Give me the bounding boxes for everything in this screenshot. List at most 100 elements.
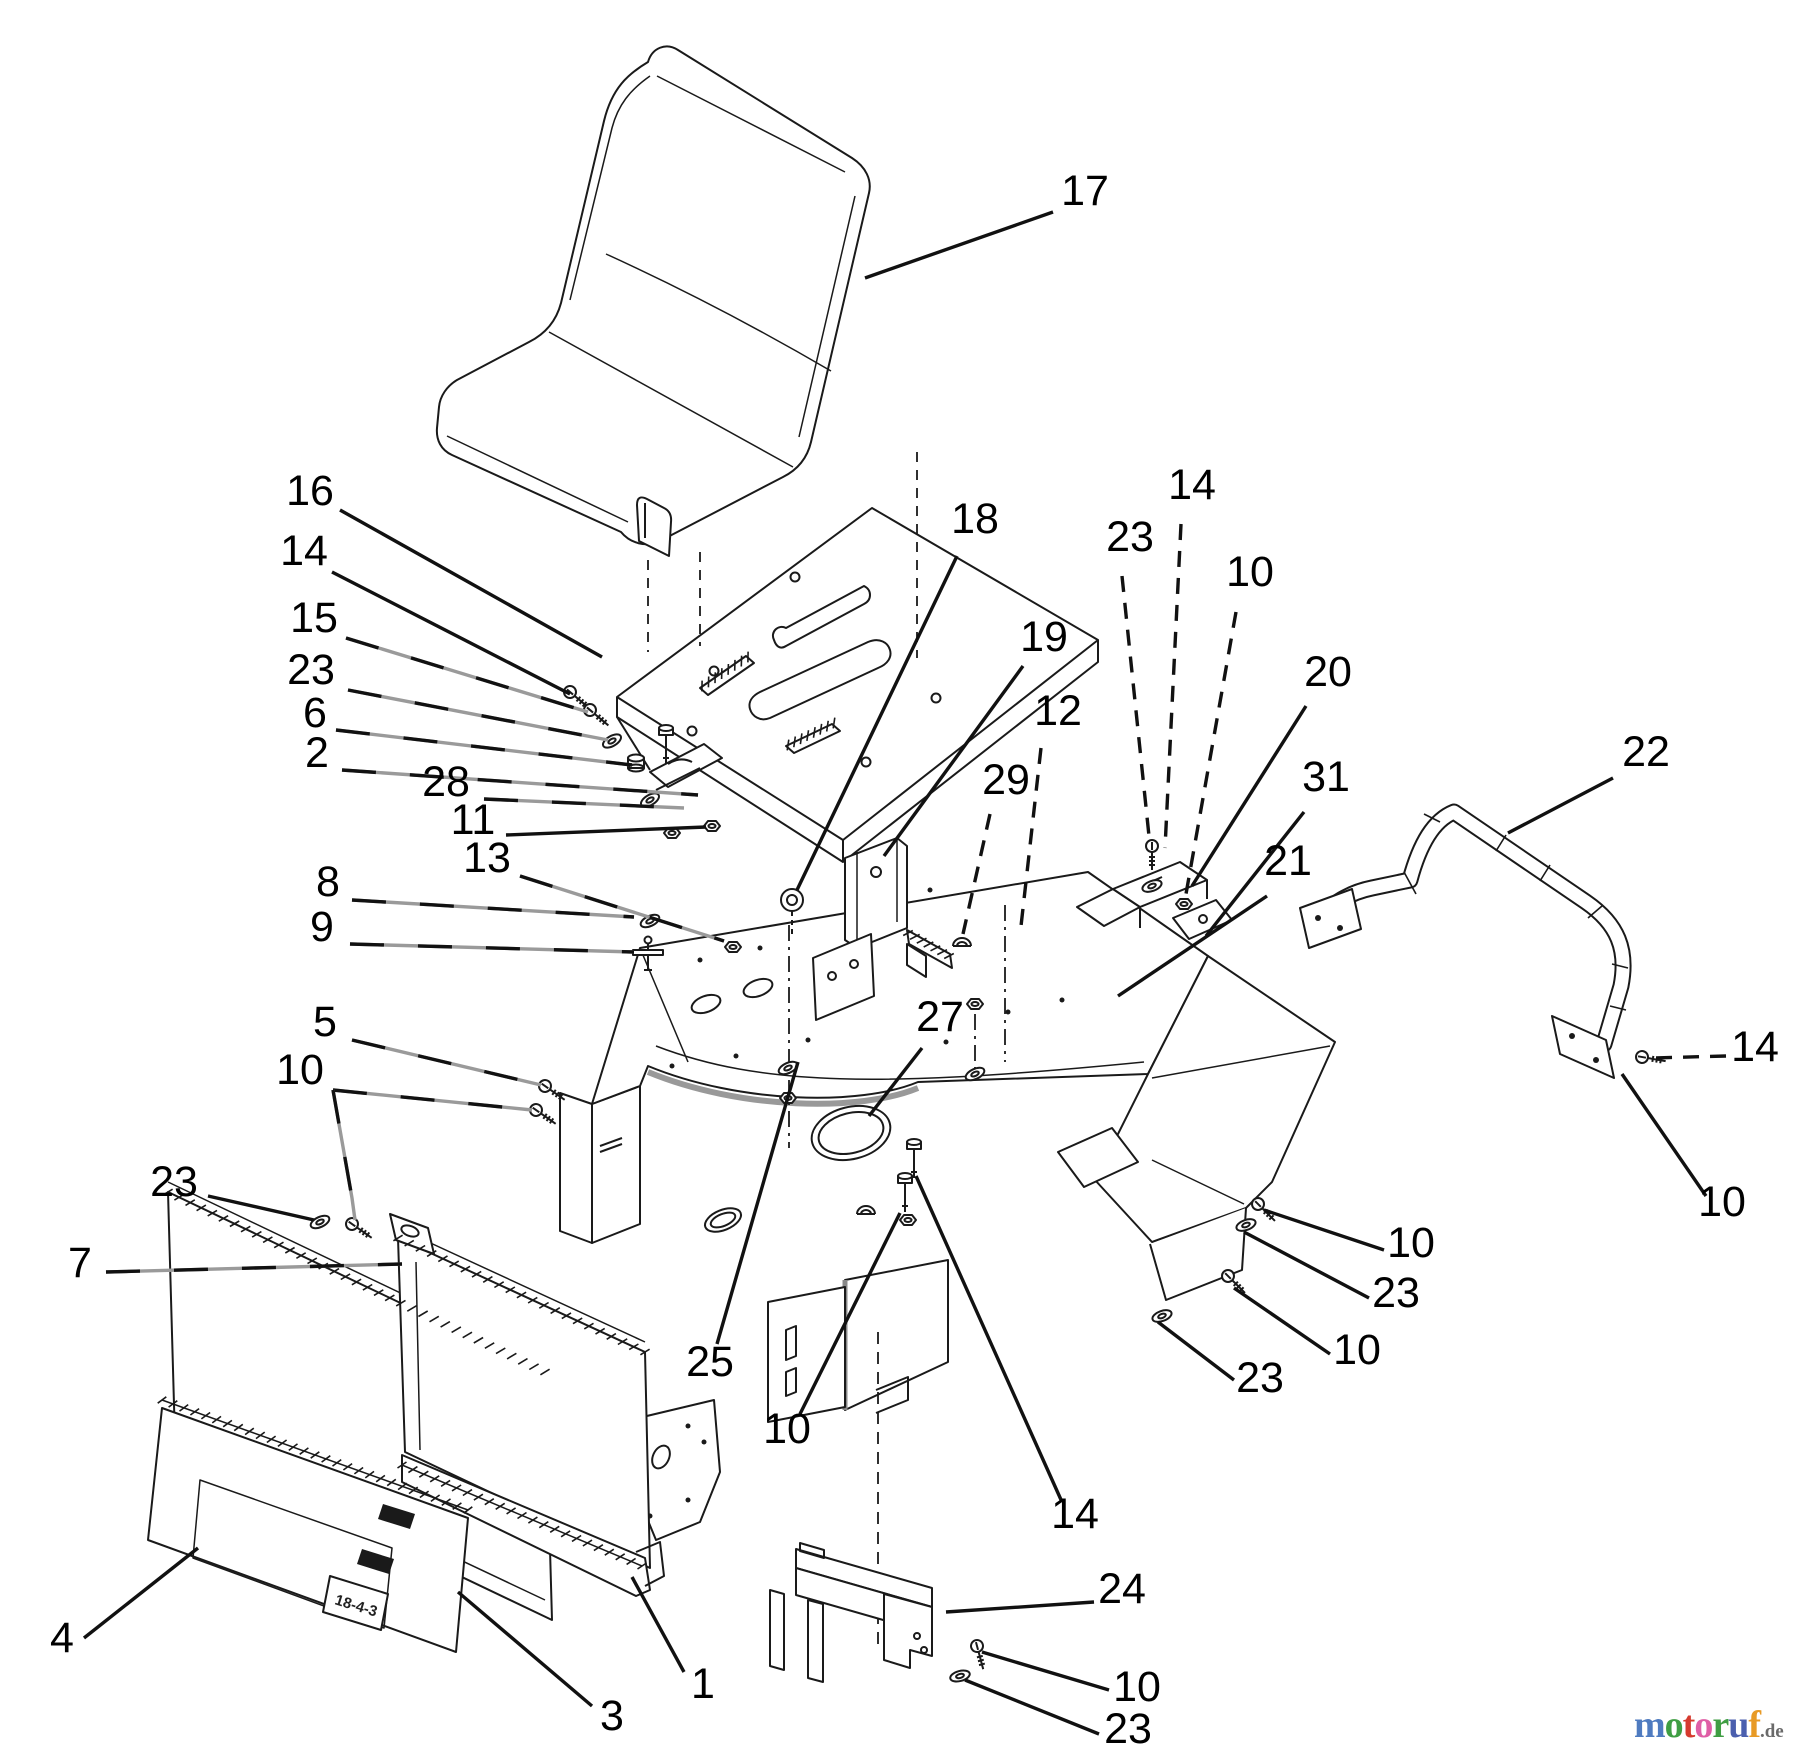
- logo-suffix: .de: [1759, 1721, 1784, 1742]
- bolt-icon: [658, 724, 674, 764]
- frame-floor: [591, 871, 1209, 1105]
- washer-icon: [1151, 1309, 1173, 1323]
- latch: [389, 1213, 435, 1255]
- callout-label-19: 19: [1020, 613, 1068, 661]
- nut-icon: [1175, 898, 1193, 910]
- bolt-icon: [906, 1138, 922, 1178]
- callout-label-2: 2: [305, 729, 329, 777]
- callout-label-10: 10: [763, 1405, 811, 1453]
- leader-line: [456, 1590, 594, 1708]
- callout-label-23: 23: [1104, 1705, 1152, 1753]
- frame-assembly: [463, 871, 1336, 1541]
- leader-line: [981, 1650, 1110, 1692]
- hatch-ticks: [157, 1396, 473, 1514]
- leader-line: [1620, 1073, 1708, 1197]
- leader-line: [345, 636, 589, 714]
- front-plate: [844, 1259, 949, 1411]
- leader-line: [82, 1546, 200, 1640]
- washer-icon: [309, 1214, 331, 1230]
- screw-icon: [1635, 1050, 1666, 1064]
- plate-cutout: [748, 639, 892, 721]
- seat-pivot-hole: [810, 1104, 892, 1162]
- callout-label-23: 23: [1106, 513, 1154, 561]
- logo-letter: t: [1682, 1704, 1696, 1746]
- leader-line: [331, 570, 571, 696]
- model-decal-plate: [322, 1575, 389, 1631]
- leader-line: [1156, 1320, 1236, 1382]
- nut-icon: [899, 1214, 917, 1226]
- leader-line: [1117, 894, 1268, 998]
- rollbar-end-plate: [1299, 888, 1362, 949]
- leader-line: [1263, 1208, 1385, 1252]
- hatch-ticks: [786, 717, 836, 751]
- bolt-icon: [897, 1172, 913, 1212]
- leader-line: [339, 508, 603, 659]
- leader-line: [1651, 1054, 1727, 1060]
- leader-line: [207, 1194, 315, 1222]
- leader-line: [505, 825, 707, 837]
- rollbar-mount-plate: [1551, 1015, 1615, 1079]
- callout-layer: 1716141523622811138951023743125101418191…: [50, 167, 1779, 1753]
- leader-line: [1204, 810, 1306, 938]
- deck-panel-21: [1094, 955, 1336, 1243]
- screw-icon: [1145, 839, 1159, 870]
- callout-label-20: 20: [1304, 648, 1352, 696]
- logo-letter: m: [1634, 1704, 1666, 1746]
- leader-line: [1163, 523, 1183, 849]
- callout-label-4: 4: [50, 1614, 74, 1662]
- callout-label-29: 29: [982, 756, 1030, 804]
- callout-label-16: 16: [286, 467, 334, 515]
- nut-icon: [966, 998, 984, 1010]
- callout-label-24: 24: [1098, 1565, 1146, 1613]
- hatch-ticks: [397, 1461, 647, 1570]
- j-slot: [772, 585, 871, 649]
- leader-line: [483, 797, 685, 810]
- nut-icon: [703, 820, 721, 832]
- leader-line: [630, 1576, 686, 1673]
- screw-icon: [970, 1639, 986, 1670]
- callout-label-10: 10: [276, 1046, 324, 1094]
- plug-icon: [780, 888, 804, 934]
- seat: [435, 45, 871, 557]
- seat-mount-plate: [616, 507, 1099, 863]
- callout-label-23: 23: [1372, 1269, 1420, 1317]
- callout-label-7: 7: [68, 1239, 92, 1287]
- callout-label-10: 10: [1698, 1178, 1746, 1226]
- leader-line: [867, 1046, 924, 1118]
- callout-label-25: 25: [686, 1338, 734, 1386]
- leader-line: [519, 874, 725, 943]
- heat-shield-7: [389, 1213, 651, 1569]
- washer-icon: [1235, 1218, 1257, 1232]
- logo-motoruf[interactable]: motoruf.de: [1634, 1706, 1784, 1744]
- leader-line: [914, 1175, 1064, 1503]
- bottom-bracket-24: [769, 1542, 933, 1683]
- callout-label-23: 23: [150, 1158, 198, 1206]
- leader-line: [351, 898, 635, 919]
- leader-line: [798, 1212, 902, 1415]
- callout-label-15: 15: [290, 594, 338, 642]
- callout-label-28: 28: [422, 758, 470, 806]
- washer-icon: [949, 1669, 971, 1683]
- leader-line: [795, 555, 959, 891]
- leader-line: [105, 1262, 403, 1274]
- callout-label-12: 12: [1034, 687, 1082, 735]
- callout-label-22: 22: [1622, 728, 1670, 776]
- leader-line: [1507, 776, 1614, 835]
- callout-label-3: 3: [600, 1692, 624, 1740]
- washer-icon: [1141, 879, 1163, 893]
- callout-label-5: 5: [313, 998, 337, 1046]
- spacer-icon: [627, 753, 645, 773]
- logo-letter: o: [1694, 1704, 1713, 1746]
- leader-line: [1190, 705, 1308, 887]
- callout-label-18: 18: [951, 495, 999, 543]
- washer-icon: [964, 1066, 986, 1082]
- warning-decal: [357, 1549, 394, 1574]
- washer-icon: [601, 733, 623, 749]
- callout-label-23: 23: [287, 646, 335, 694]
- seat-cushion-seam: [446, 331, 794, 523]
- leader-line: [882, 664, 1025, 858]
- leader-line: [1120, 575, 1151, 837]
- leader-line: [351, 1038, 542, 1087]
